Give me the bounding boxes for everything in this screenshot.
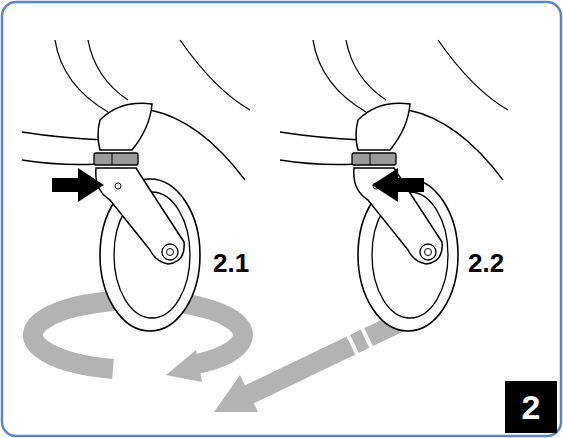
step-number: 2.2 bbox=[468, 250, 504, 276]
figure-number-box: 2 bbox=[505, 381, 557, 433]
press-arrow bbox=[52, 168, 104, 202]
straight-arrow bbox=[214, 322, 400, 412]
figure-number: 2 bbox=[522, 390, 541, 424]
press-arrow bbox=[372, 168, 424, 202]
step-number: 2.1 bbox=[213, 250, 249, 276]
rotation-arrowhead bbox=[166, 350, 202, 382]
caster-wheel-right bbox=[280, 40, 508, 331]
caster-wheel-left bbox=[22, 40, 250, 331]
